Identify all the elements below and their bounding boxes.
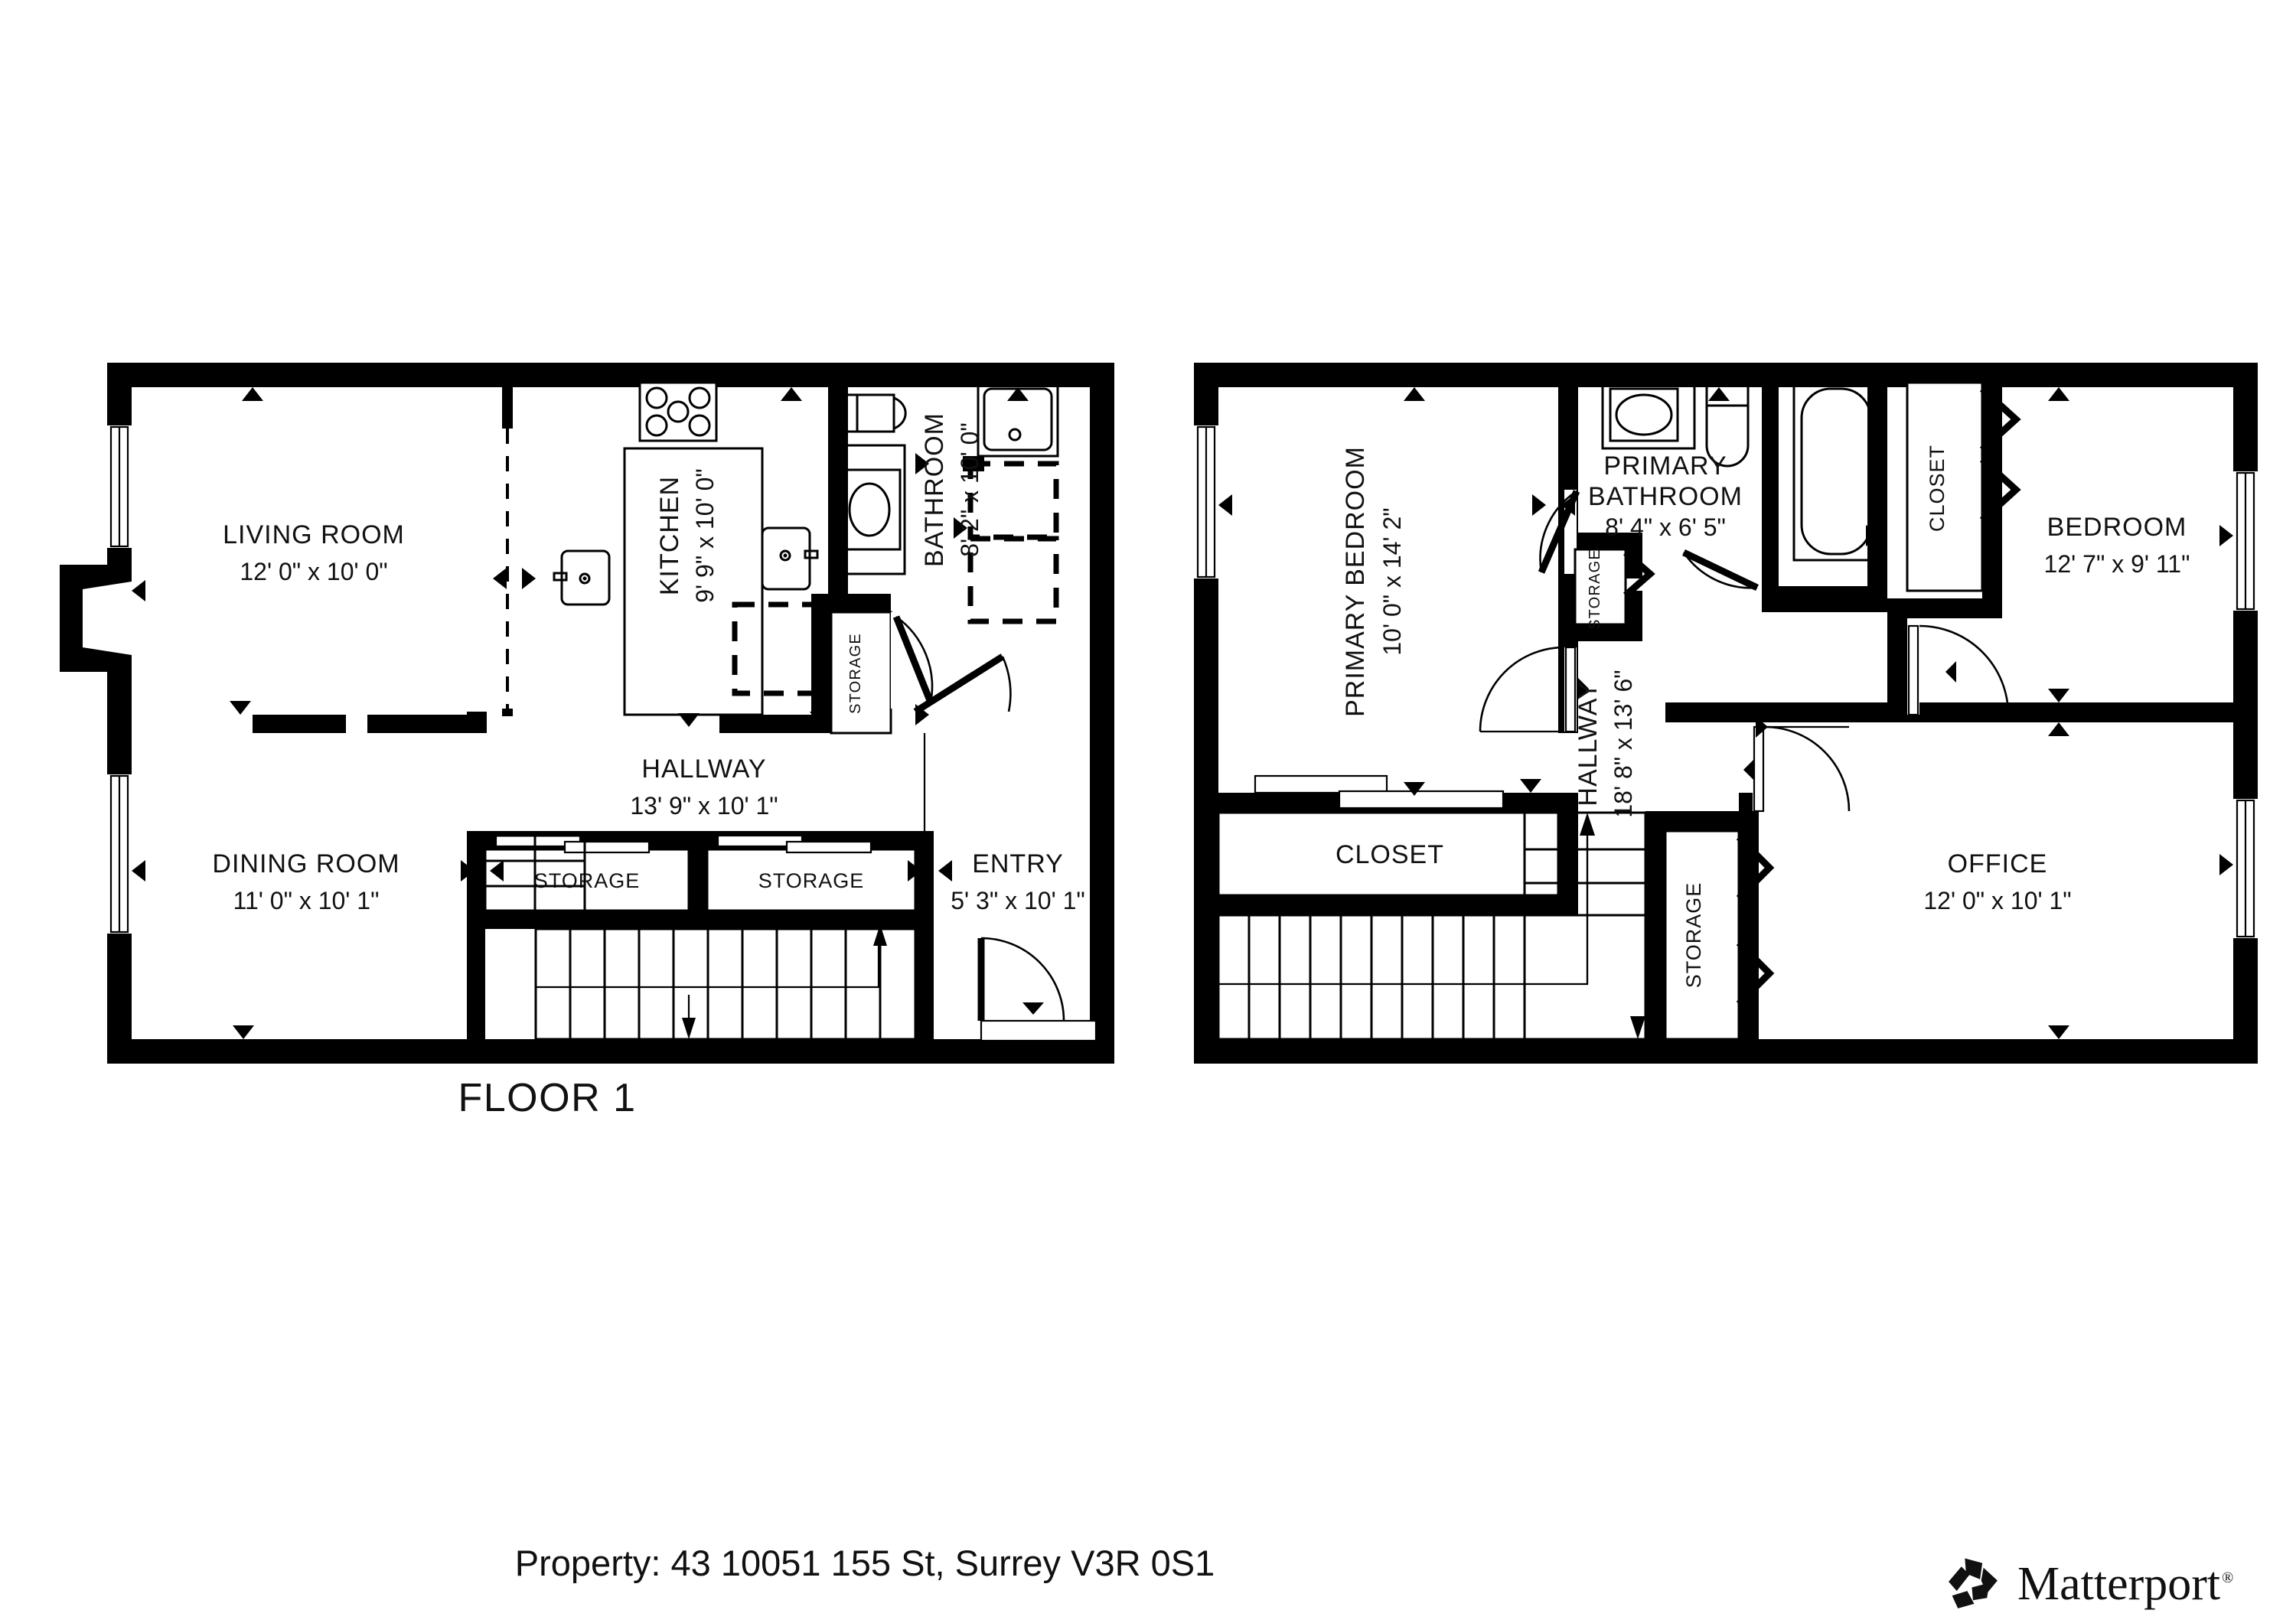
primary-bathroom-dimensions: 8' 4" x 6' 5" (1605, 513, 1726, 541)
sink-icon (1601, 381, 1696, 450)
property-address: Property: 43 10051 155 St, Surrey V3R 0S… (514, 1543, 1215, 1583)
closet-label: CLOSET (1336, 840, 1444, 869)
matterport-wordmark-text: Matterport (2017, 1558, 2221, 1610)
primary-bathroom-label-line1: PRIMARY (1603, 451, 1727, 481)
floor-2-closet-bottom: CLOSET (1217, 774, 1560, 897)
floor-2-drawing: CLOSET STORAGE (1194, 363, 2258, 1064)
matterport-branding: Matterport® (1944, 1550, 2281, 1618)
bedroom-dimensions: 12' 7" x 9' 11" (2044, 550, 2190, 578)
floor-1-view-markers (132, 387, 1114, 1039)
floor-1-bathroom-doors[interactable] (891, 612, 1012, 715)
living-room-dimensions: 12' 0" x 10' 0" (240, 558, 387, 585)
floor-2-plan: CLOSET STORAGE (1148, 0, 2296, 1178)
floor-1-plan: STORAGE STORAGE (0, 0, 1163, 1178)
refrigerator-icon (560, 549, 611, 606)
floor-2-staircase (1217, 811, 1647, 1041)
matterport-wordmark: Matterport® (2017, 1560, 2233, 1608)
matterport-logo-icon (1949, 1558, 1998, 1608)
floor-2-view-markers (1218, 387, 2233, 1039)
bathroom-dimensions: 8' 2" x 10' 0" (956, 422, 983, 556)
floor-1-storage-bath: STORAGE (830, 611, 892, 735)
storage-label: STORAGE (847, 633, 864, 714)
floor-2-storage-bottom: STORAGE (1664, 829, 1775, 1041)
hallway-dimensions: 13' 9" x 10' 1" (630, 792, 778, 820)
closet-label: CLOSET (1926, 445, 1949, 532)
entry-label: ENTRY (972, 849, 1064, 878)
cooktop-icon (638, 381, 718, 442)
dining-room-label: DINING ROOM (212, 849, 400, 878)
floor-1-kitchen-fixtures (553, 381, 819, 716)
dining-room-dimensions: 11' 0" x 10' 1" (233, 887, 380, 914)
floor-1-hallway-storage-left: STORAGE (484, 834, 690, 912)
floor-1-room-labels: LIVING ROOM 12' 0" x 10' 0" KITCHEN 9' 9… (212, 412, 1084, 914)
registered-trademark-symbol: ® (2222, 1569, 2234, 1587)
floor-2-closet-top: CLOSET (1906, 381, 2021, 592)
floor-1-living-kitchen-divider (502, 387, 513, 716)
floor-2-primary-bedroom-door[interactable] (1479, 646, 1589, 733)
floor-2-room-labels: PRIMARY BEDROOM 10' 0" x 14' 2" PRIMARY … (1341, 446, 2190, 914)
kitchen-label: KITCHEN (655, 476, 684, 595)
floor-2-windows (1194, 425, 2258, 938)
primary-bathroom-label-line2: BATHROOM (1588, 482, 1743, 511)
kitchen-dimensions: 9' 9" x 10' 0" (691, 468, 719, 602)
hallway-dimensions: 18' 8" x 13' 6" (1609, 670, 1637, 817)
floor-1-staircase (484, 834, 917, 1041)
kitchen-dashed-closet (732, 601, 819, 696)
bathroom-label: BATHROOM (920, 412, 949, 567)
floor-1-entry-door[interactable] (977, 937, 1097, 1042)
storage-label: STORAGE (1587, 549, 1603, 630)
hallway-label: HALLWAY (1574, 681, 1603, 806)
floor-2-storage-mid: STORAGE (1574, 548, 1655, 630)
office-dimensions: 12' 0" x 10' 1" (1923, 887, 2071, 914)
office-label: OFFICE (1948, 849, 2048, 878)
floor-2-primary-bathroom-fixtures (1601, 381, 1880, 562)
floor-1-caption: FLOOR 1 (458, 1076, 637, 1120)
primary-bedroom-label: PRIMARY BEDROOM (1341, 446, 1370, 717)
bedroom-label: BEDROOM (2047, 513, 2187, 542)
floor-1-left-windows (60, 425, 132, 934)
storage-label: STORAGE (534, 869, 641, 892)
floor-1-drawing: STORAGE STORAGE (60, 363, 1114, 1064)
storage-label: STORAGE (1682, 882, 1705, 989)
floor-1-hallway-storage-right: STORAGE (706, 834, 917, 912)
hallway-label: HALLWAY (641, 754, 766, 784)
shower-icon (977, 381, 1059, 458)
floor-2-bedroom-door[interactable] (1907, 624, 2010, 716)
primary-bedroom-dimensions: 10' 0" x 14' 2" (1378, 507, 1406, 655)
floor-2-office-door[interactable] (1743, 725, 1851, 813)
storage-label: STORAGE (758, 869, 865, 892)
sink-icon (843, 444, 906, 575)
entry-dimensions: 5' 3" x 10' 1" (951, 887, 1084, 914)
living-room-label: LIVING ROOM (223, 520, 405, 549)
bathtub-icon (1792, 381, 1880, 562)
